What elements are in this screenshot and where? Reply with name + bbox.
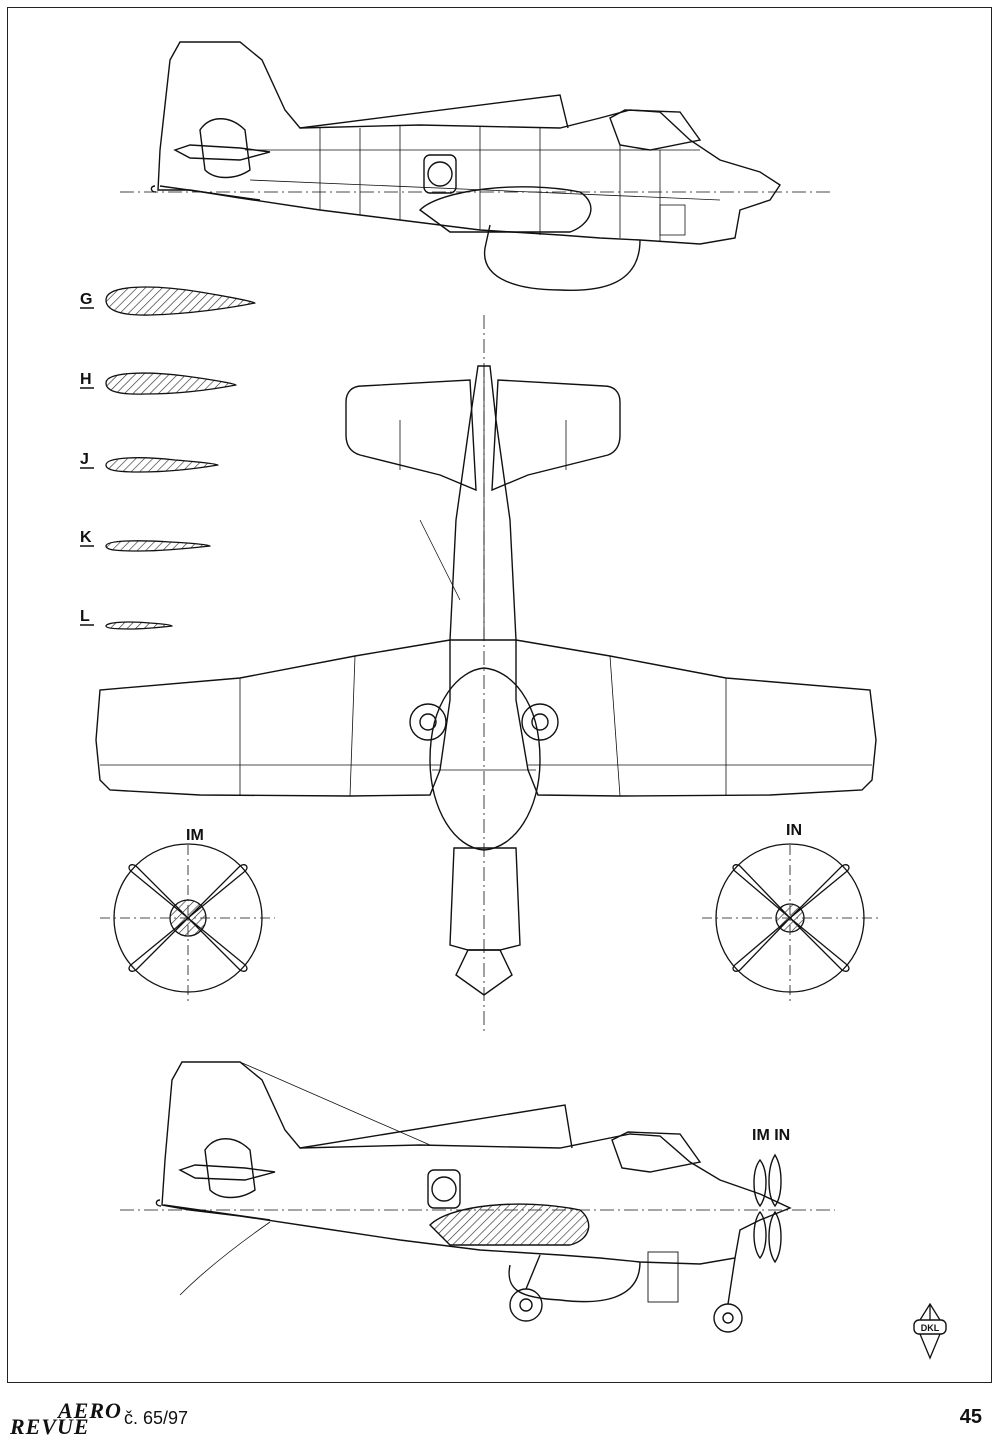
side-view-top [120,41,830,291]
airfoil-label-l: L [80,608,90,625]
propeller-im-view: IM [100,827,275,1005]
airfoil-label-h: H [80,371,92,388]
aero-revue-logo: AERO REVUE [6,1398,121,1440]
airfoil-k: K [80,529,211,552]
drawing-frame [7,7,992,1383]
airfoil-l: L [80,608,173,630]
airfoil-h: H [80,371,237,395]
propeller-side-label: IM IN [752,1127,790,1144]
brand-aero: AERO [58,1398,122,1423]
airfoil-sections: G H J K L [80,286,256,630]
side-view-bottom: IM IN [120,1061,835,1333]
brand-revue: REVUE [10,1414,90,1439]
issue-number: č. 65/97 [124,1408,189,1428]
airfoil-label-k: K [80,529,92,546]
airfoil-label-j: J [80,451,89,468]
propeller-im-label: IM [186,827,204,844]
airfoil-label-g: G [80,291,92,308]
page-number: 45 [959,1406,982,1428]
page-footer: AERO REVUE č. 65/97 45 [0,1392,1000,1442]
airfoil-g: G [80,286,256,316]
dkl-badge-text: DKL [921,1323,940,1333]
propeller-in-view: IN [702,822,878,1005]
plan-view [95,315,877,1035]
dkl-badge: DKL [913,1302,947,1360]
propeller-in-label: IN [786,822,802,839]
airfoil-j: J [80,451,219,473]
